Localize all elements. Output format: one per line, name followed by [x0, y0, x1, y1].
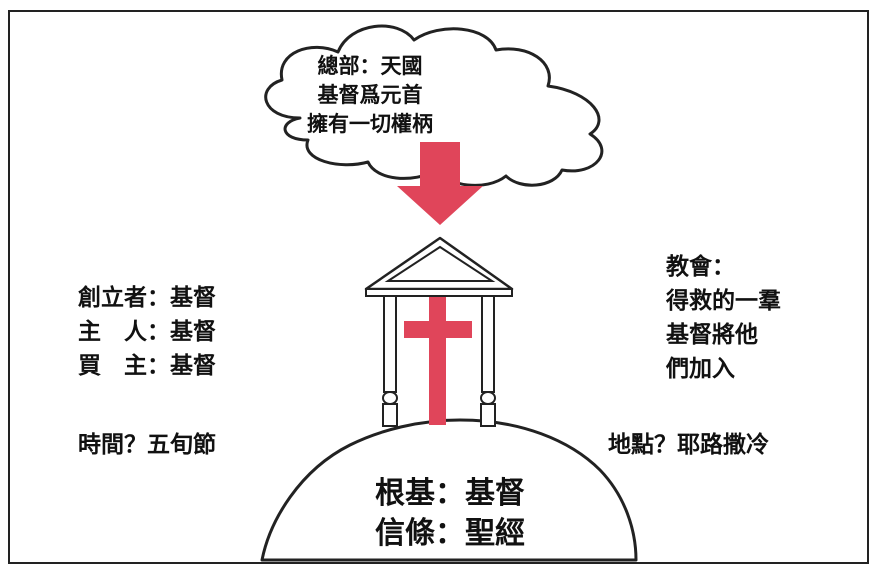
cloud-headquarters-text: 總部：天國: [317, 54, 423, 78]
hill-shape: [260, 418, 638, 562]
left-buyer-text: 買 主：基督: [78, 353, 216, 379]
right-added-text: 基督將他: [666, 322, 758, 348]
cloud-head-text: 基督爲元首: [317, 83, 423, 107]
right-place-text: 地點？耶路撒冷: [608, 432, 769, 458]
hill-creed-text: 信條：聖經: [375, 516, 525, 551]
church-building: [364, 236, 514, 427]
right-them-text: 們加入: [666, 356, 735, 382]
left-master-text: 主 人：基督: [78, 319, 216, 345]
diagram-frame: [8, 10, 869, 564]
right-saved-text: 得救的一羣: [666, 288, 781, 314]
left-founder-text: 創立者：基督: [78, 285, 216, 311]
left-time-text: 時間？五旬節: [78, 432, 216, 458]
cloud-shape: [264, 24, 604, 187]
down-arrow: [397, 142, 483, 225]
hill-foundation-text: 根基：基督: [375, 476, 525, 511]
right-church-text: 教會：: [666, 254, 735, 280]
cross-icon: [404, 297, 472, 425]
cloud-authority-text: 擁有一切權柄: [307, 112, 433, 136]
